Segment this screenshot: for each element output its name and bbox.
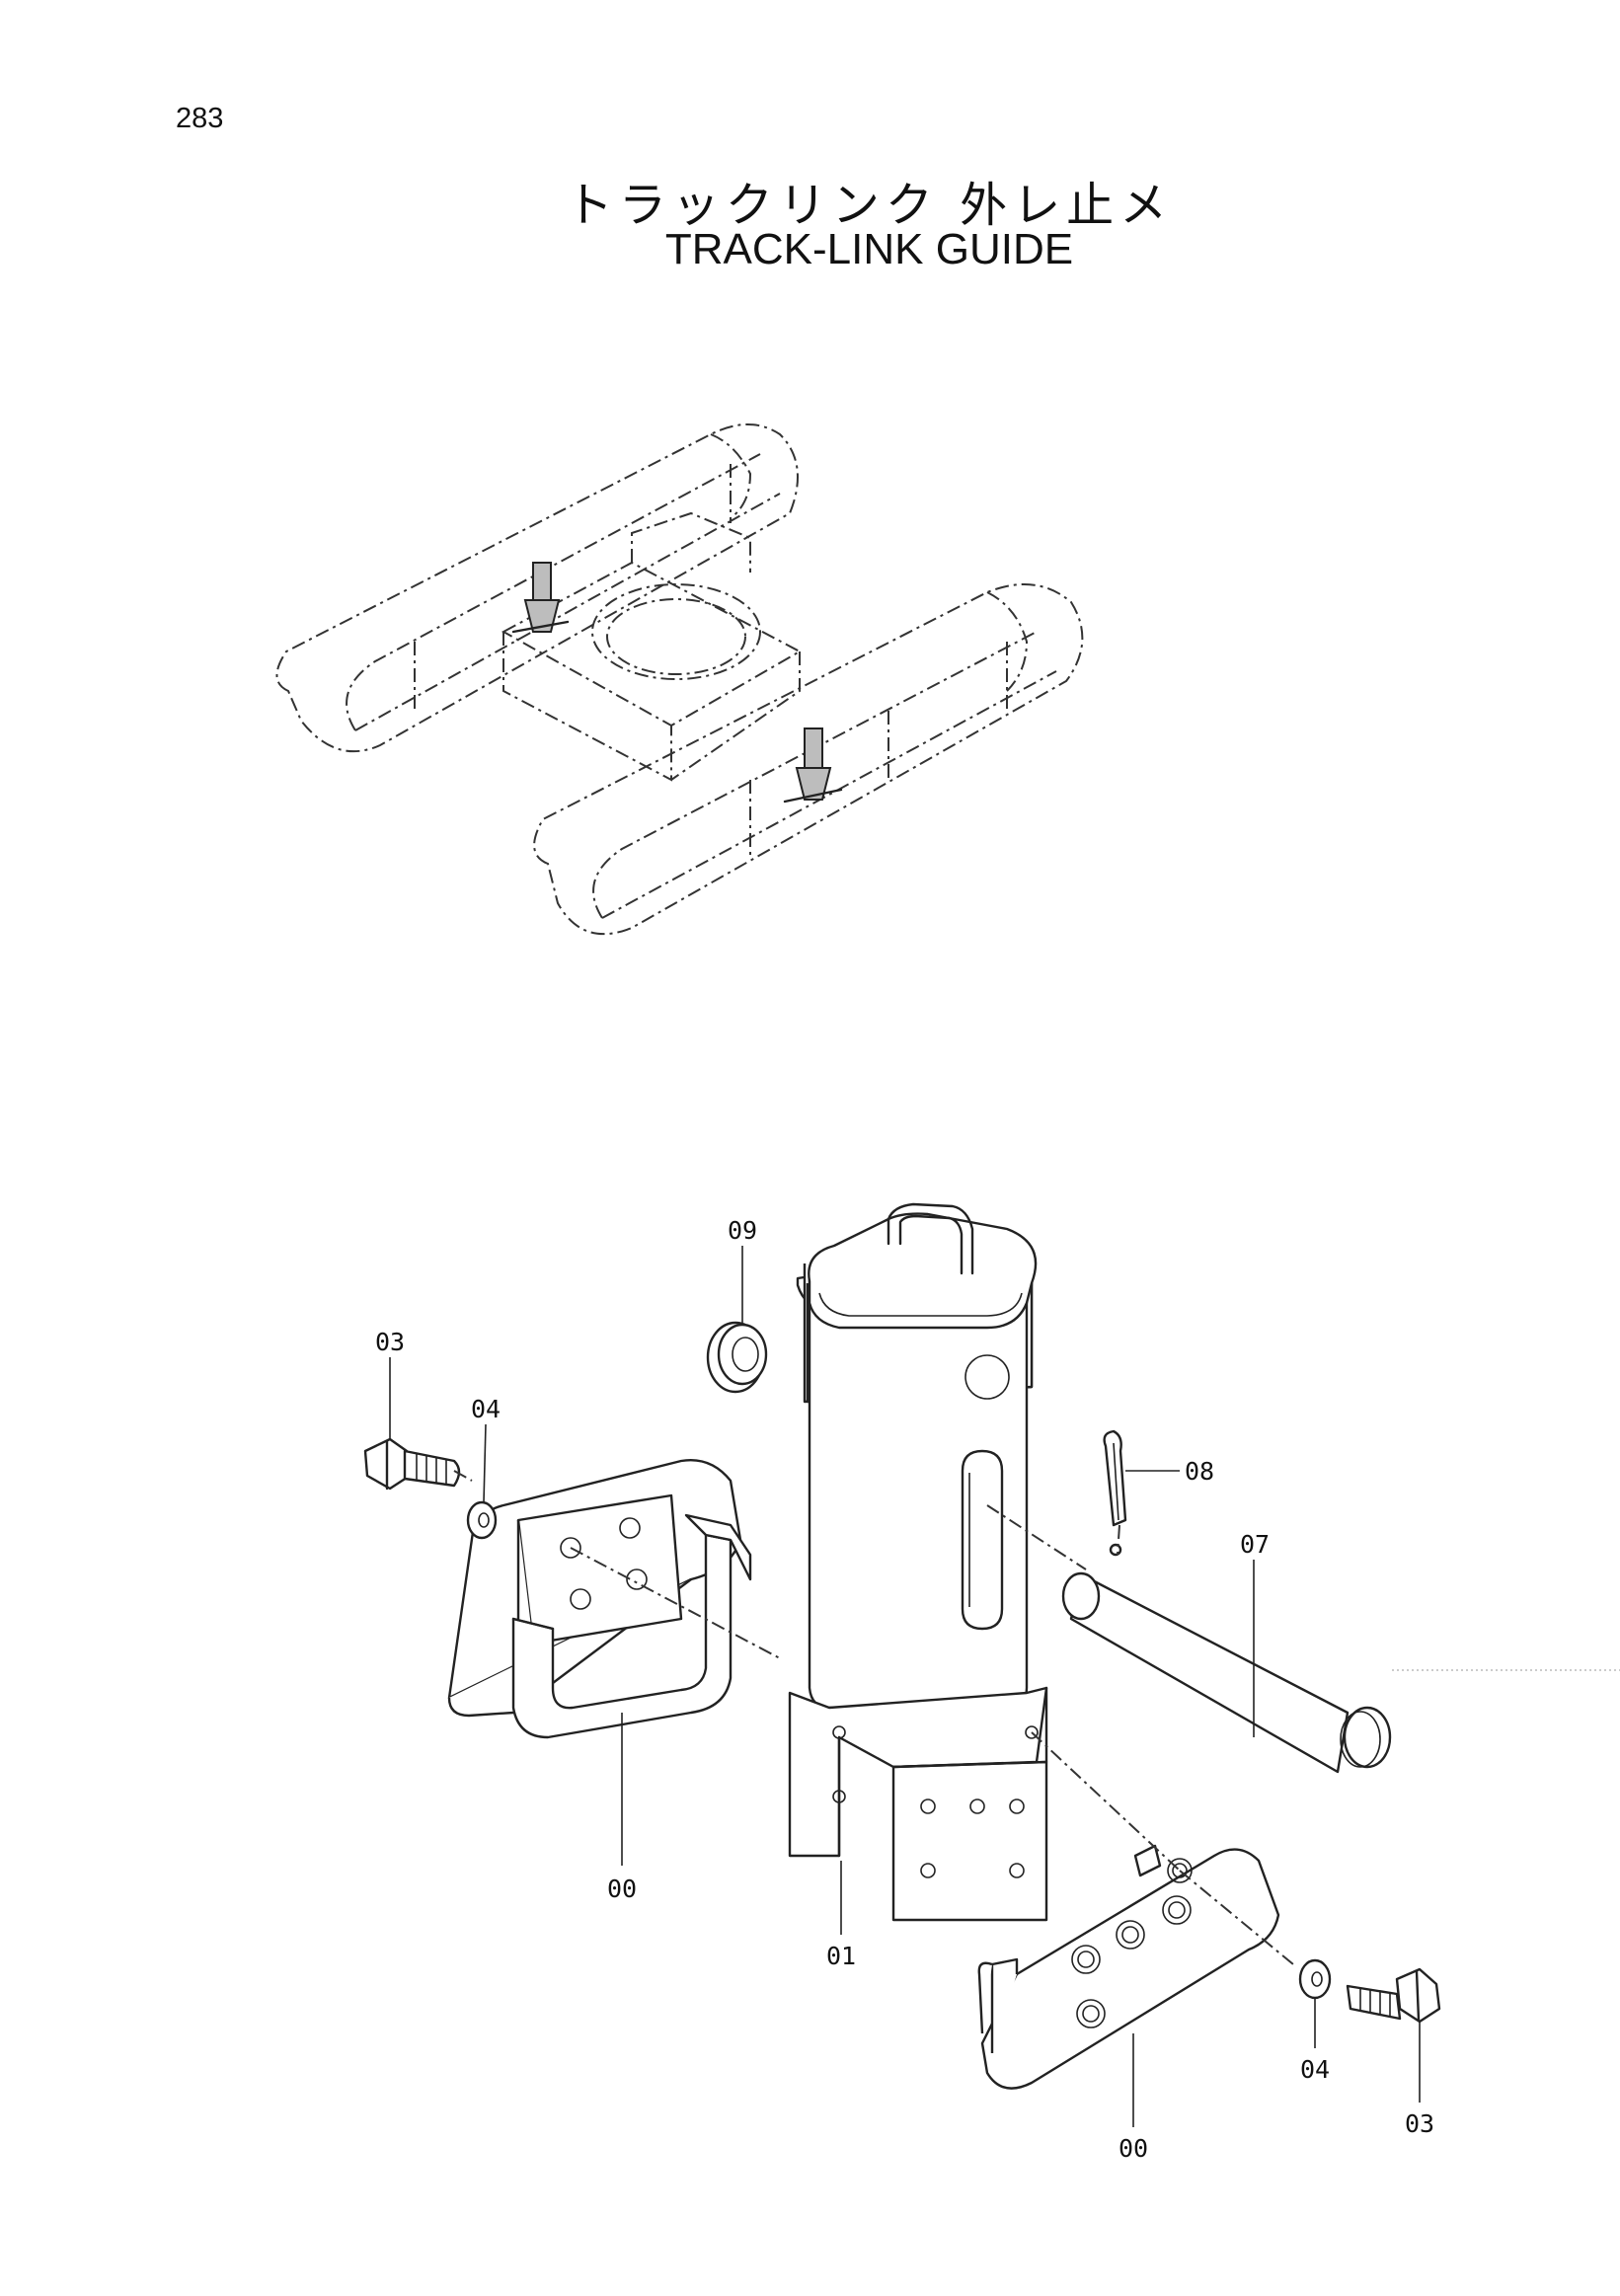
callout-09: 09: [728, 1216, 757, 1245]
undercarriage-overview: [275, 423, 1084, 936]
callout-08: 08: [1185, 1457, 1214, 1486]
part-01-guide-block: [788, 1202, 1048, 1922]
part-03-bolt-right: [1346, 1967, 1441, 2024]
center-frame: [501, 511, 803, 782]
callout-01: 01: [826, 1942, 856, 1970]
part-07-pin: [1061, 1543, 1392, 1774]
part-09-washer: [706, 1321, 768, 1394]
callout-04-left: 04: [471, 1395, 501, 1423]
page-number: 283: [176, 103, 224, 134]
assembly-centerlines: [453, 1470, 1620, 1965]
part-00-guide-plate-left: [447, 1459, 752, 1739]
callout-00-right: 00: [1119, 2134, 1148, 2163]
callout-03-right: 03: [1405, 2109, 1434, 2138]
callout-07: 07: [1240, 1530, 1270, 1559]
part-00-guide-plate-right: [977, 1844, 1280, 2090]
track-link-guide-left-marker: [511, 562, 570, 634]
part-08-cotter-pin: [1103, 1429, 1127, 1527]
callout-labels: 09 03 04 08 07 00 01 04 03 00: [375, 1216, 1434, 2163]
page-title-english: TRACK-LINK GUIDE: [664, 225, 1074, 273]
page-title-japanese: トラックリンク 外レ止メ: [565, 178, 1174, 233]
callout-00-left: 00: [607, 1875, 637, 1903]
part-03-bolt-left: [363, 1437, 461, 1491]
left-track-frame: [275, 423, 799, 753]
part-04-washer-left: [466, 1500, 498, 1540]
callout-03-left: 03: [375, 1328, 405, 1356]
callout-04-right: 04: [1300, 2055, 1330, 2084]
callout-leaders: [389, 1246, 1421, 2127]
right-track-frame: [533, 583, 1084, 936]
track-link-guide-right-marker: [783, 727, 843, 804]
part-04-washer-right: [1298, 1958, 1332, 2000]
